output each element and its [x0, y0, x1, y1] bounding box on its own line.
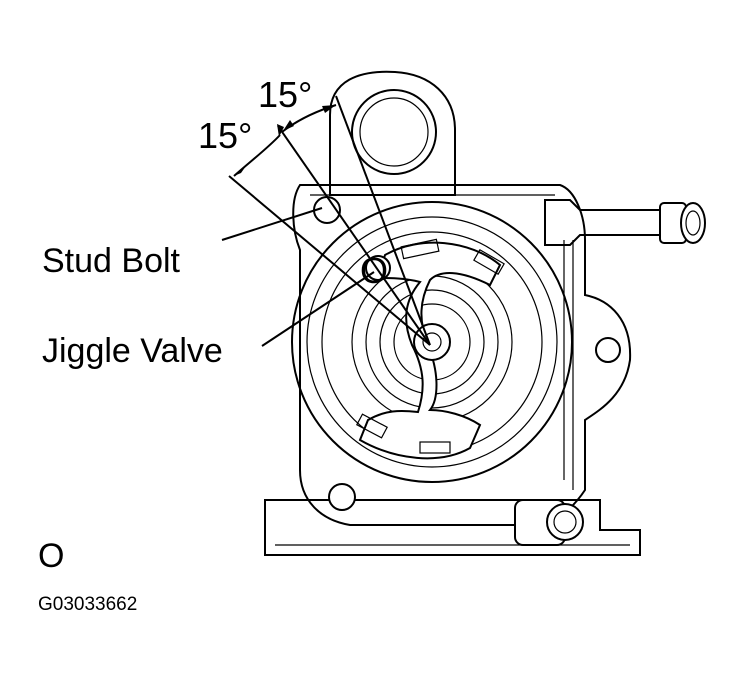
lower-bolt-hole — [328, 483, 356, 511]
jiggle-valve-leader — [261, 271, 375, 347]
valve-marker-label: O — [360, 250, 388, 291]
jiggle-valve-label: Jiggle Valve — [42, 332, 223, 370]
outlet-neck — [329, 70, 456, 196]
stud-bolt-leader — [221, 207, 323, 241]
angle-label-upper: 15° — [258, 74, 312, 115]
figure-id: G03033662 — [38, 594, 137, 615]
angle-label-lower: 15° — [198, 115, 252, 156]
thermostat — [351, 238, 513, 460]
housing-base — [264, 499, 641, 556]
stud-bolt-label: Stud Bolt — [42, 242, 181, 280]
angle-lines — [228, 95, 431, 346]
legend-marker-label: O — [38, 537, 64, 575]
side-pipe — [544, 199, 706, 246]
gasket-rings — [291, 201, 573, 483]
lower-fitting — [514, 499, 584, 546]
right-bolt-hole — [595, 337, 621, 363]
